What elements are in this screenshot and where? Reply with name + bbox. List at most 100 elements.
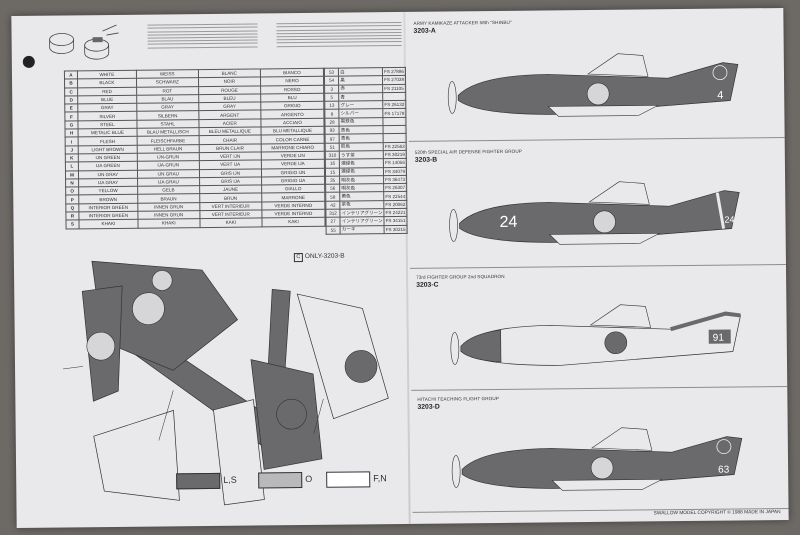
- color-cell-fr: KAKI: [199, 218, 262, 228]
- paint-cell-num: 55: [326, 225, 341, 235]
- color-cell-it: KAKI: [261, 217, 326, 227]
- color-cell-letter: J: [65, 145, 79, 154]
- section-b-code: 3203-B: [414, 156, 438, 164]
- paint-cell-num: 93: [325, 126, 340, 135]
- paint-cell-jp: カーキ: [340, 225, 385, 235]
- paint-cell-fs: FS 24221: [383, 208, 407, 218]
- color-cell-letter: G: [64, 120, 79, 130]
- paint-cell-fs: FS 34079: [383, 166, 407, 176]
- section-a-code: 3203-A: [413, 27, 436, 35]
- paint-cell-num: 5: [324, 93, 339, 102]
- color-cell-letter: C: [64, 87, 78, 96]
- paint-cell-fs: FS 36473: [383, 175, 407, 184]
- section-c-code: 3203-C: [416, 281, 439, 289]
- paint-cell-fs: FS 22563: [383, 142, 407, 151]
- paint-cell-fs: FS 34151: [384, 216, 408, 226]
- section-divider: [409, 263, 786, 269]
- only-letter-box: C: [293, 253, 303, 263]
- paint-cell-num: 58: [325, 192, 340, 202]
- side-view-aircraft-a: 4: [447, 53, 739, 117]
- section-a-title: ARMY KAMIKAZE ATTACKER 58th "SHINBU": [413, 19, 512, 26]
- side-view-aircraft-d: 63: [451, 427, 743, 491]
- section-b-title: 520th SPECIAL AIR DEFENSE FIGHTER GROUP: [414, 148, 522, 155]
- instruction-text-block-2: [276, 20, 402, 61]
- color-cell-letter: R: [65, 211, 79, 221]
- paint-cell-num: 97: [325, 134, 340, 143]
- paint-cell-fs: FS 21105: [382, 84, 406, 93]
- legend-swatch-light-gray: [258, 472, 303, 489]
- paint-cell-fs: FS 30219: [383, 150, 407, 159]
- paint-cell-fs: FS 17178: [382, 108, 406, 118]
- section-d-title: HITACHI TEACHING FLIGHT GROUP: [417, 395, 499, 402]
- marking-b-number-tail: 24: [724, 214, 734, 224]
- color-cell-letter: O: [65, 187, 79, 196]
- paint-cell-num: 56: [325, 184, 340, 193]
- paint-cell-num: 42: [325, 200, 341, 210]
- color-cell-letter: N: [65, 178, 79, 188]
- only-text: ONLY-3203-B: [304, 252, 345, 260]
- legend-label-fn: F,N: [373, 473, 387, 484]
- color-cell-letter: E: [64, 104, 78, 113]
- color-cell-letter: D: [64, 95, 78, 105]
- marking-d-number: 63: [718, 465, 730, 476]
- section-d-code: 3203-D: [417, 403, 440, 411]
- paint-cell-fs: FS 26132: [382, 100, 406, 110]
- color-cell-letter: B: [64, 79, 78, 88]
- color-cell-letter: L: [65, 162, 79, 171]
- paint-cell-num: 27: [325, 217, 341, 226]
- side-view-aircraft-c: 91: [450, 304, 741, 366]
- paint-cell-fs: FS 22544: [383, 191, 407, 201]
- paint-cell-fs: [383, 117, 407, 126]
- paint-cell-num: 15: [325, 167, 340, 177]
- color-cell-letter: Q: [65, 203, 79, 213]
- decal-instructions: [61, 16, 402, 68]
- paint-cell-num: 54: [324, 76, 339, 85]
- paint-cell-fs: FS 27038: [382, 75, 406, 85]
- marking-variants-panel: ARMY KAMIKAZE ATTACKER 58th "SHINBU" 320…: [407, 8, 789, 524]
- color-cell-letter: P: [65, 195, 79, 204]
- paint-cell-num: 13: [324, 101, 340, 110]
- decal-water-dish-illustration: [22, 24, 119, 68]
- legend-swatch-white: [326, 471, 371, 488]
- paint-cell-fs: FS 27886: [382, 67, 406, 76]
- color-legend: L,S O F,N: [176, 468, 406, 490]
- paint-cell-fs: [383, 133, 407, 143]
- top-view-aircraft-drawing: [61, 260, 389, 506]
- legend-label-ls: L,S: [223, 474, 237, 485]
- color-cell-letter: A: [64, 70, 78, 80]
- paint-cell-num: 35: [325, 175, 340, 185]
- paint-cell-num: 53: [324, 68, 339, 77]
- legend-swatch-dark: [176, 472, 221, 490]
- paint-cell-fs: FS 30215: [384, 225, 408, 234]
- paint-cell-fs: [382, 92, 406, 101]
- instruction-text-block-1: [147, 21, 258, 62]
- side-view-aircraft-b: 24 24: [449, 181, 740, 245]
- section-divider: [408, 136, 785, 142]
- paint-cell-num: 51: [325, 142, 340, 152]
- marking-a-number: 4: [717, 90, 723, 102]
- legend-label-o: O: [305, 473, 313, 485]
- color-cell-letter: M: [65, 170, 79, 179]
- color-cell-letter: H: [65, 128, 79, 138]
- paint-cell-num: 28: [324, 117, 340, 127]
- paint-cell-fs: FS 20062: [383, 200, 407, 209]
- paint-cell-fs: FS 26307: [383, 183, 407, 193]
- marking-c-number: 91: [713, 333, 725, 344]
- color-cell-en: KHAKI: [78, 219, 138, 229]
- section-divider: [411, 385, 788, 391]
- paint-cell-fs: [383, 125, 407, 135]
- color-cell-letter: F: [64, 112, 78, 121]
- color-cell-de: KHAKI: [137, 218, 200, 228]
- color-cell-letter: I: [65, 137, 79, 146]
- copyright-notice: SWALLOW MODEL COPYRIGHT © 1988 MADE IN J…: [653, 510, 781, 517]
- marking-b-number-fuselage: 24: [499, 214, 517, 231]
- paint-cell-num: 312: [325, 209, 341, 218]
- paint-cell-num: 3: [324, 84, 339, 94]
- color-cell-letter: S: [65, 220, 80, 229]
